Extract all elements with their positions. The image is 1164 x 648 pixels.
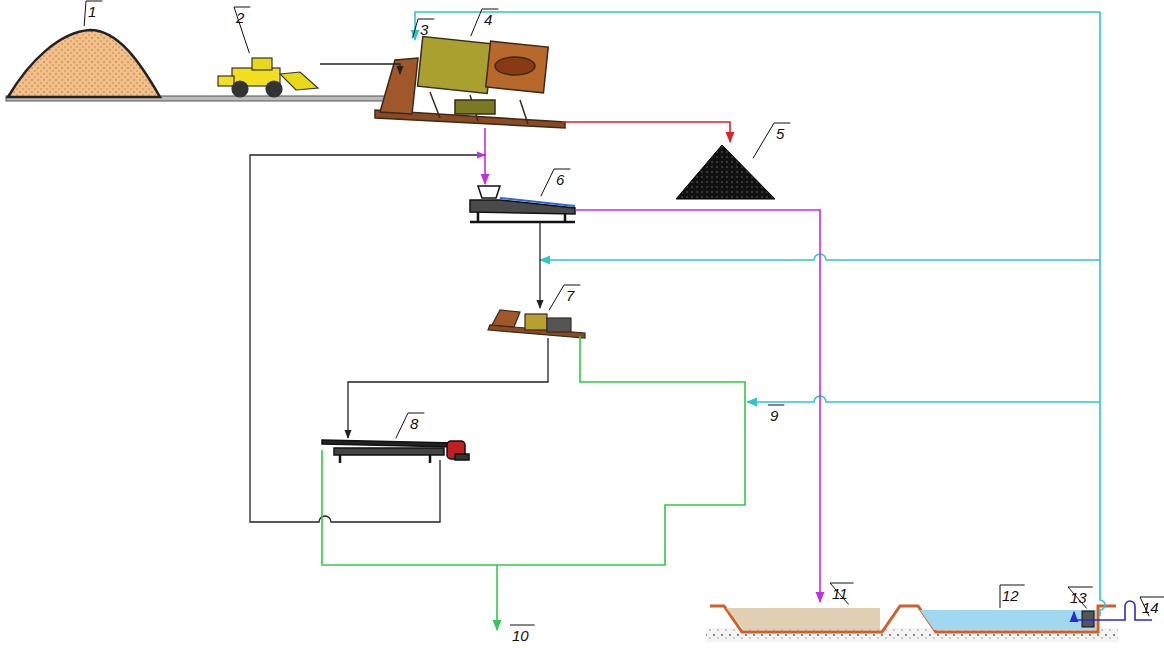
- callout-number: 6: [556, 172, 564, 187]
- callout-bar: [86, 1, 102, 2]
- callout-number: 1: [88, 4, 96, 19]
- leader-line: [234, 7, 249, 53]
- callout-number: 11: [832, 586, 848, 601]
- callout-bar: [1000, 585, 1025, 586]
- callout-number: 7: [566, 288, 574, 303]
- callout-bar: [418, 19, 434, 20]
- callout-number: 5: [776, 126, 784, 141]
- callout-number: 14: [1142, 600, 1159, 615]
- callout-number: 10: [512, 628, 529, 643]
- leader-line: [541, 169, 554, 196]
- leader-line: [471, 9, 482, 36]
- leader-line: [1068, 587, 1087, 608]
- callout-bar: [1068, 587, 1093, 588]
- callout-number: 8: [410, 416, 418, 431]
- callout-bar: [830, 583, 854, 584]
- leader-line: [753, 123, 774, 158]
- callout-number: 2: [236, 10, 244, 25]
- callout-bar: [510, 625, 535, 626]
- callout-bar: [408, 413, 424, 414]
- leader-line: [84, 1, 86, 26]
- callout-bar: [1140, 597, 1164, 598]
- leader-line: [1000, 585, 1001, 608]
- callout-number: 3: [420, 22, 428, 37]
- callout-bar: [564, 285, 580, 286]
- callout-number: 9: [770, 408, 778, 423]
- callout-bar: [768, 405, 784, 406]
- leader-line: [830, 583, 849, 604]
- callout-bar: [774, 123, 790, 124]
- callout-number: 12: [1002, 588, 1019, 603]
- callout-bar: [554, 169, 570, 170]
- leader-line: [413, 19, 418, 38]
- leader-line: [549, 285, 564, 310]
- callout-bar: [234, 7, 250, 8]
- callout-number: 4: [484, 12, 492, 27]
- callout-number: 13: [1070, 590, 1087, 605]
- callout-bar: [482, 9, 498, 10]
- leader-line: [396, 413, 408, 438]
